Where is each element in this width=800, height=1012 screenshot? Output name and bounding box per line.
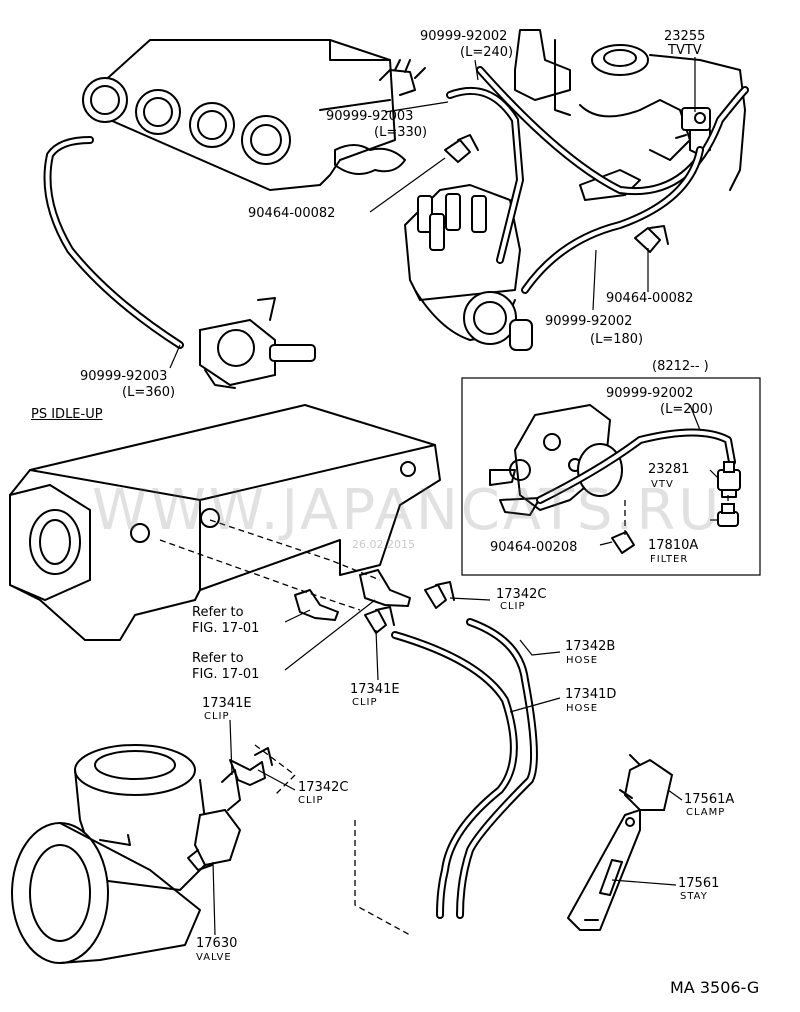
inset-box [461, 377, 761, 576]
label-17341d-name: HOSE [566, 703, 599, 714]
clamp [619, 754, 674, 811]
label-17561a-name: CLAMP [686, 807, 726, 818]
ps-pump-reservoir [11, 744, 211, 964]
label-17561-name: STAY [680, 891, 708, 902]
label-refer-2-line-2: FIG. 17-01 [192, 667, 260, 682]
label-17341e-left-name: CLIP [204, 711, 230, 722]
inset-range-label: (8212-- ) [652, 359, 709, 374]
label-17810a-name: FILTER [650, 554, 689, 565]
label-17341e-left: 17341E [202, 696, 252, 711]
ps-valve [187, 747, 273, 871]
label-23281: 23281 [648, 462, 690, 477]
label-90999-92002-mid-length: (L=180) [590, 332, 644, 347]
label-17342c-top: 17342C [496, 587, 547, 602]
label-17341e-mid-name: CLIP [352, 697, 378, 708]
union-fittings [294, 569, 411, 621]
label-17810a: 17810A [648, 538, 699, 553]
label-90999-92003-left: 90999-92003 [80, 369, 168, 384]
watermark: WWW.JAPANCATS.RU [92, 478, 723, 543]
label-90999-92003-mid: 90999-92003 [326, 109, 414, 124]
label-refer-1-line-2: FIG. 17-01 [192, 621, 260, 636]
label-17630: 17630 [196, 936, 238, 951]
leader-dashed-4 [254, 744, 296, 796]
leader-dashed-1 [159, 539, 361, 611]
label-23255: 23255 [664, 29, 706, 44]
label-17342c-top-name: CLIP [500, 601, 526, 612]
clip-group-mid [364, 581, 455, 634]
label-17561a: 17561A [684, 792, 735, 807]
section-title-ps-idle-up: PS IDLE-UP [31, 407, 103, 422]
hose-clips-top [444, 134, 669, 253]
label-90999-92002-top: 90999-92002 [420, 29, 508, 44]
label-90464-00208: 90464-00208 [490, 540, 578, 555]
idle-up-valve [199, 297, 316, 389]
label-inset-90999-92002: 90999-92002 [606, 386, 694, 401]
label-90464-00082-right: 90464-00082 [606, 291, 694, 306]
label-17342b: 17342B [565, 639, 616, 654]
label-inset-90999-92002-length: (L=200) [660, 402, 714, 417]
label-90999-92003-left-length: (L=360) [122, 385, 176, 400]
watermark-date: 26.02.2015 [352, 538, 415, 551]
label-17341d: 17341D [565, 687, 617, 702]
label-refer-1-line-1: Refer to [192, 605, 244, 620]
leader-lines [169, 57, 719, 936]
label-90999-92003-mid-length: (L=330) [374, 125, 428, 140]
label-17342b-name: HOSE [566, 655, 599, 666]
label-refer-2-line-1: Refer to [192, 651, 244, 666]
label-90464-00082-left: 90464-00082 [248, 206, 336, 221]
label-23255-name: TVTV [668, 43, 702, 58]
label-23281-name: VTV [651, 479, 674, 490]
label-90999-92002-top-length: (L=240) [460, 45, 514, 60]
intake-manifold [82, 39, 426, 191]
label-17341e-mid: 17341E [350, 682, 400, 697]
label-17342c-left-name: CLIP [298, 795, 324, 806]
distributor [404, 184, 533, 351]
ps-hoses [391, 618, 538, 919]
figure-code: MA 3506-G [670, 978, 760, 997]
label-17342c-left: 17342C [298, 780, 349, 795]
label-17561: 17561 [678, 876, 720, 891]
label-90999-92002-mid: 90999-92002 [545, 314, 633, 329]
throttle-body [514, 29, 746, 201]
label-17630-name: VALVE [196, 952, 232, 963]
leader-dashed-3 [354, 820, 411, 936]
stay-bracket [567, 809, 641, 931]
intake-chamber [9, 404, 441, 641]
vacuum-hoses-top [43, 66, 749, 349]
